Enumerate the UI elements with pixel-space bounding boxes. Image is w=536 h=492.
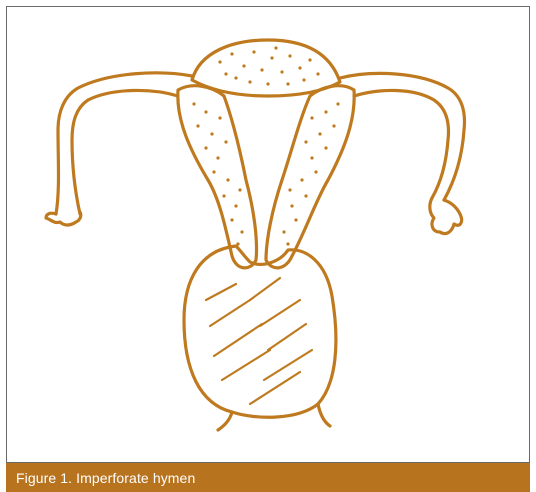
left-limb-stipple: [192, 102, 243, 245]
hatching: [206, 278, 312, 404]
figure-caption: Figure 1. Imperforate hymen: [16, 470, 195, 486]
right-fimbriae: [430, 198, 462, 234]
left-fallopian-tube-inner: [72, 90, 178, 214]
right-fallopian-tube-inner: [354, 90, 448, 198]
caption-bar: Figure 1. Imperforate hymen: [6, 463, 530, 492]
left-uterine-wall: [178, 86, 257, 268]
left-fimbriae: [46, 212, 81, 225]
introitus-left: [218, 412, 232, 430]
distended-vagina: [184, 246, 336, 417]
uterine-fundus: [192, 40, 340, 96]
right-uterine-wall: [266, 86, 354, 268]
introitus-right: [318, 404, 330, 426]
fundus-stipple: [218, 46, 319, 85]
